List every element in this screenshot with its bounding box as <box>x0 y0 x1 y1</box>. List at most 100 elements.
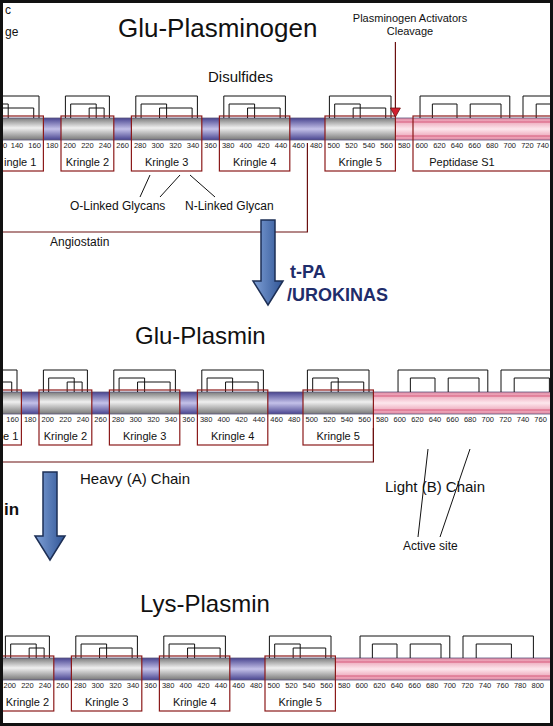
ruler-number: 600 <box>356 682 369 691</box>
bar-edge <box>3 140 550 141</box>
ruler-number: 640 <box>451 142 464 151</box>
ruler-number: 140 <box>11 142 24 151</box>
fragment-text: ge <box>5 26 18 40</box>
ruler-number: 740 <box>536 142 549 151</box>
ruler-number: 520 <box>285 682 298 691</box>
disulfide-loop <box>463 636 533 658</box>
domain-outline <box>3 656 54 711</box>
kringle-domain <box>159 658 229 680</box>
ruler-number: 360 <box>182 416 195 425</box>
ruler-number: 740 <box>479 682 492 691</box>
ruler-number: 220 <box>59 416 72 425</box>
ruler-number: 600 <box>394 416 407 425</box>
ruler-number: 680 <box>486 142 499 151</box>
disulfide-loop <box>202 370 264 392</box>
glycan-leader <box>160 175 180 197</box>
protease-segment <box>335 658 550 680</box>
enzyme-label: t-PA <box>290 262 326 283</box>
protein-bar <box>3 370 550 445</box>
ruler-number: 220 <box>81 142 94 151</box>
protease-stripe <box>395 136 550 137</box>
disulfide-loop <box>114 370 176 392</box>
domain-label: Kringle 4 <box>211 430 254 443</box>
ruler-number: 680 <box>426 682 439 691</box>
chain-bracket <box>3 428 373 462</box>
ruler-number: 460 <box>292 142 305 151</box>
ruler-number: 620 <box>433 142 446 151</box>
ruler-number: 320 <box>169 142 182 151</box>
ruler-number: 660 <box>408 682 421 691</box>
disulfide-loop <box>307 370 369 392</box>
domain-label: Kringle 4 <box>173 696 216 709</box>
ruler-number: 340 <box>165 416 178 425</box>
domain-label: Kringle 5 <box>278 696 321 709</box>
ruler-number: 0 <box>3 142 7 151</box>
ruler-number: 280 <box>134 142 147 151</box>
fragment-text: in <box>4 500 19 520</box>
ruler-number: 640 <box>391 682 404 691</box>
domain-label: Kringle 5 <box>316 430 359 443</box>
stage-title: Lys-Plasmin <box>140 590 270 618</box>
ruler-number: 640 <box>429 416 442 425</box>
ruler-number: 700 <box>504 142 517 151</box>
disulfide-loop <box>523 96 550 118</box>
protein-bar <box>3 636 550 711</box>
domain-label: ingle 1 <box>4 156 36 169</box>
kringle-domain <box>197 392 267 414</box>
ruler-number: 460 <box>270 416 283 425</box>
protease-segment <box>395 118 550 140</box>
active-site-label: Active site <box>403 540 458 554</box>
domain-outline <box>3 390 21 445</box>
ruler-number: 700 <box>444 682 457 691</box>
ruler-number: 460 <box>232 682 245 691</box>
ruler-number: 360 <box>204 142 217 151</box>
glycan-leader <box>190 175 215 197</box>
domain-outline <box>159 656 229 711</box>
ruler-number: 680 <box>464 416 477 425</box>
ruler-number: 580 <box>398 142 411 151</box>
glycan-label: O-Linked Glycans <box>70 200 165 214</box>
ruler-number: 440 <box>275 142 288 151</box>
domain-label: Kringle 2 <box>6 696 49 709</box>
ruler-number: 260 <box>56 682 69 691</box>
ruler-number: 800 <box>532 682 545 691</box>
ruler-number: 500 <box>306 416 319 425</box>
domain-bars <box>3 42 550 711</box>
ruler-number: 760 <box>496 682 509 691</box>
domain-label: Kringle 2 <box>66 156 109 169</box>
disulfide-loop <box>420 96 510 118</box>
ruler-number: 420 <box>235 416 248 425</box>
ruler-number: 380 <box>200 416 213 425</box>
disulfide-loop <box>448 378 479 392</box>
chain-label: Light (B) Chain <box>385 478 485 495</box>
ruler-number: 600 <box>416 142 429 151</box>
protease-stripe <box>373 396 550 397</box>
kringle-domain <box>303 392 373 414</box>
disulfide-loop <box>65 96 109 118</box>
ruler-number: 620 <box>373 682 386 691</box>
domain-label: Kringle 3 <box>85 696 128 709</box>
kringle-domain <box>219 118 289 140</box>
kringle-domain <box>131 118 201 140</box>
protease-segment <box>373 392 550 414</box>
angiostatin-bracket <box>3 143 307 232</box>
ruler-number: 620 <box>411 416 424 425</box>
ruler-number: 760 <box>534 416 547 425</box>
disulfide-loop <box>5 636 49 658</box>
linker-segment <box>3 118 395 140</box>
protein-bar <box>3 96 550 171</box>
protease-stripe <box>395 122 550 123</box>
ruler-number: 260 <box>94 416 107 425</box>
ruler-number: 180 <box>46 142 59 151</box>
ruler-number: 560 <box>320 682 333 691</box>
ruler-number: 240 <box>77 416 90 425</box>
bar-edge <box>3 658 550 659</box>
domain-label: e 1 <box>3 430 18 443</box>
stage-title: Glu-Plasmin <box>135 322 266 350</box>
ruler-number: 300 <box>92 682 105 691</box>
ruler-number: 480 <box>250 682 263 691</box>
cleavage-note: Plasminogen Activators Cleavage <box>345 12 475 37</box>
ruler-number: 280 <box>112 416 125 425</box>
